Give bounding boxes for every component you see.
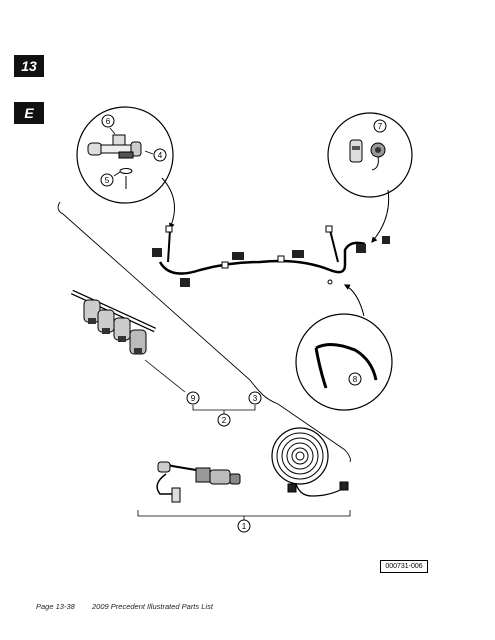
callout-7: 7 [373, 119, 387, 133]
bracket-assembly-1 [137, 510, 351, 520]
figure-reference: 000731-006 [380, 560, 428, 573]
callout-8: 8 [348, 372, 362, 386]
coiled-hose [271, 427, 349, 497]
footer-page-number: Page 13-38 [36, 602, 75, 611]
detail-circle-hose [295, 313, 393, 411]
bracket-assembly-2 [192, 405, 256, 414]
svg-text:8: 8 [353, 375, 358, 384]
callout-3: 3 [248, 391, 262, 405]
callout-5: 5 [100, 173, 114, 187]
leader-line-9 [144, 359, 186, 393]
callout-1: 1 [237, 519, 251, 533]
footer-document-title: 2009 Precedent Illustrated Parts List [92, 602, 213, 611]
injector-manifold [70, 289, 157, 355]
callout-2: 2 [217, 413, 231, 427]
wiring-harness [152, 225, 390, 287]
svg-text:4: 4 [158, 151, 163, 160]
svg-text:6: 6 [106, 117, 111, 126]
connector-assembly [156, 461, 241, 503]
svg-text:7: 7 [378, 122, 383, 131]
svg-text:2: 2 [222, 416, 227, 425]
svg-text:5: 5 [105, 176, 110, 185]
chapter-tab: 13 [14, 55, 44, 77]
callout-6: 6 [101, 114, 115, 128]
svg-text:1: 1 [242, 522, 247, 531]
leader-arrow-hose [343, 284, 365, 317]
detail-circle-connector [327, 112, 413, 198]
leader-arrow-fitting [161, 177, 175, 230]
callout-4: 4 [153, 148, 167, 162]
callout-9: 9 [186, 391, 200, 405]
svg-text:9: 9 [191, 394, 196, 403]
leader-arrow-connector [371, 189, 390, 243]
svg-text:3: 3 [253, 394, 258, 403]
assembly-bracket-outline [57, 201, 351, 463]
section-tab: E [14, 102, 44, 124]
